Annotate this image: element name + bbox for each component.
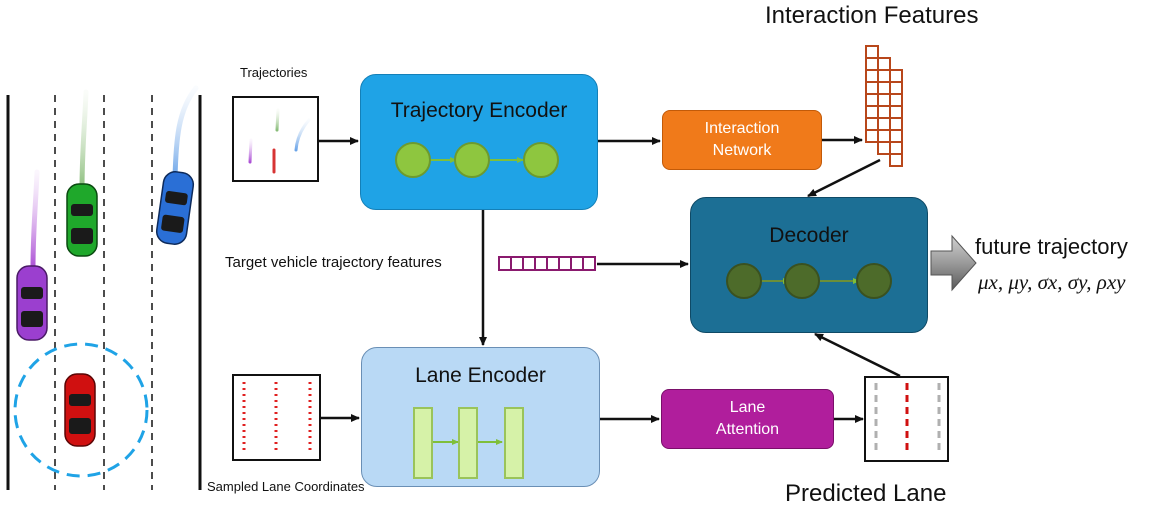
interaction-network-block: Interaction Network	[662, 110, 822, 170]
lstm-node-3	[523, 142, 559, 178]
decoder-block: Decoder	[690, 197, 928, 333]
output-arrow	[930, 234, 977, 292]
decoder-node-2	[784, 263, 820, 299]
trajectory-encoder-block: Trajectory Encoder	[360, 74, 598, 210]
trajectory-encoder-lstm	[395, 142, 559, 178]
purple-car	[16, 265, 48, 341]
thumb-trail-purple	[248, 138, 253, 164]
decoder-lstm	[726, 263, 892, 299]
interaction-network-line1: Interaction	[704, 120, 780, 137]
red-car	[64, 373, 96, 447]
lane-encoder-title: Lane Encoder	[415, 364, 546, 387]
blue-trail	[172, 85, 199, 181]
arrow-predicted-to-decoder	[814, 332, 901, 378]
decoder-title: Decoder	[769, 224, 849, 247]
interaction-features-label: Interaction Features	[765, 2, 979, 29]
lane-coords-thumbnail	[232, 374, 321, 461]
cnn-layer-1	[413, 407, 433, 479]
trajectories-label: Trajectories	[240, 65, 308, 80]
decoder-node-1	[726, 263, 762, 299]
lane-attention-line1: Lane	[729, 399, 766, 416]
predicted-lane-label: Predicted Lane	[785, 480, 947, 507]
distribution-params: μx, μy, σx, σy, ρxy	[978, 270, 1126, 294]
future-trajectory-label: future trajectory	[975, 234, 1128, 259]
target-vehicle-highlight	[13, 342, 149, 478]
lane-attention-block: Lane Attention	[661, 389, 834, 449]
target-features-label: Target vehicle trajectory features	[225, 254, 442, 271]
lane-encoder-cnn	[413, 407, 524, 479]
thumb-trail-blue	[294, 118, 311, 152]
lane-encoder-block: Lane Encoder	[361, 347, 600, 487]
arrow-features-to-decoder	[807, 158, 881, 198]
green-trail	[79, 89, 89, 193]
lane-attention-line2: Attention	[715, 421, 780, 438]
decoder-node-3	[856, 263, 892, 299]
thumb-trail-green	[275, 108, 280, 132]
cnn-layer-2	[458, 407, 478, 479]
lstm-node-1	[395, 142, 431, 178]
blue-car	[155, 171, 195, 245]
purple-trail	[30, 169, 40, 271]
lstm-node-2	[454, 142, 490, 178]
green-car	[66, 183, 98, 257]
interaction-network-line2: Network	[712, 142, 772, 159]
lane-coords-label: Sampled Lane Coordinates	[207, 479, 365, 494]
cnn-layer-3	[504, 407, 524, 479]
trajectory-encoder-title: Trajectory Encoder	[390, 99, 568, 122]
